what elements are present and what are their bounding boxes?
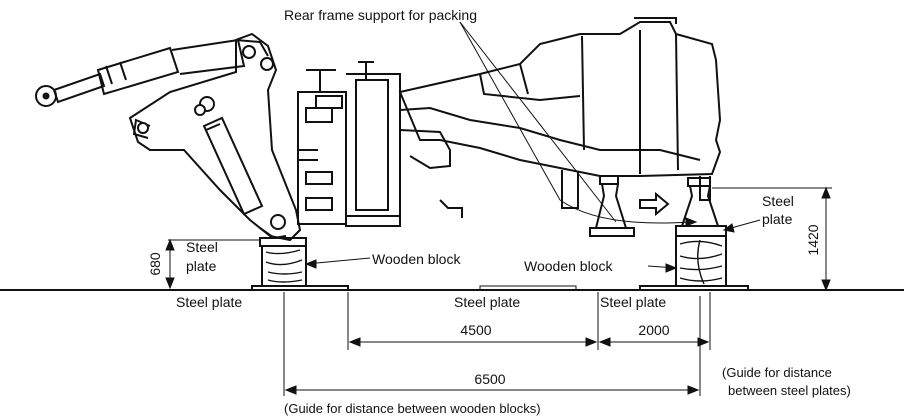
lifting-lug-1 [306, 69, 336, 92]
lower-link [259, 227, 287, 240]
lug-plate [315, 95, 343, 109]
hitch-cutout [399, 129, 451, 170]
leader-rear-frame-support-3 [559, 199, 691, 224]
label-rear-frame-support: Rear frame support for packing [284, 7, 477, 23]
label-wooden-block-left: Wooden block [372, 251, 461, 267]
label-guide-steel-1: (Guide for distance [722, 365, 832, 380]
leader-wooden-block-left [305, 257, 371, 265]
label-ground-steel-plate-1: Steel plate [176, 294, 242, 310]
pin-top [242, 45, 256, 59]
dim-6500-arrow-right [687, 385, 700, 395]
rear-frame [398, 21, 722, 177]
right-wood-grain [679, 239, 723, 285]
pin-mid-2 [194, 104, 206, 116]
leader-arrow-steel-right [722, 223, 735, 233]
dim-2000-arrow-left [598, 337, 611, 347]
leader-arrow-rear [685, 217, 698, 227]
label-wooden-block-right: Wooden block [524, 258, 613, 274]
label-guide-steel-2: between steel plates) [728, 383, 851, 398]
rear-axle-mount [561, 170, 579, 209]
dim-680-label: 680 [147, 252, 163, 276]
pin-left-center [42, 92, 50, 100]
hinge-block [297, 91, 347, 225]
left-wood-grain [265, 249, 303, 283]
rear-bracket [439, 199, 463, 218]
dim-2000-arrow-right [697, 337, 710, 347]
dim-4500-arrow-left [348, 337, 361, 347]
boom-link [171, 38, 246, 75]
hinge-lines [298, 149, 318, 161]
cylinder-rings [105, 61, 127, 85]
hinge-plate-2 [305, 171, 333, 185]
middle-stand-base [589, 227, 635, 237]
height-dimensions: 680 1420 [147, 186, 832, 292]
hinge-plate-1 [305, 107, 333, 123]
machine-body [35, 17, 722, 242]
rear-frame-line-2 [519, 63, 529, 95]
dim-1420-arrow-top [821, 186, 831, 199]
front-frame-top [235, 39, 269, 57]
right-support [479, 177, 749, 291]
pin-bucket [137, 122, 149, 134]
leader-arrow-wood-left [304, 259, 317, 269]
dim-4500-arrow-right [585, 337, 598, 347]
label-ground-steel-plate-2: Steel plate [454, 294, 520, 310]
pin-top-2 [260, 57, 274, 71]
middle-ground-plate [479, 285, 577, 291]
dim-680-arrow-top [165, 238, 175, 251]
right-steel-plate [675, 225, 727, 237]
label-guide-wood: (Guide for distance between wooden block… [284, 401, 541, 416]
middle-stand-body [594, 183, 628, 229]
rear-top-cap [634, 17, 677, 24]
rear-frame-ribs [581, 30, 679, 174]
cylinder-rod [52, 72, 106, 104]
right-stand-top [687, 177, 711, 187]
label-steel-plate-left-2: plate [186, 258, 217, 274]
pin-lower [270, 214, 286, 230]
label-steel-plate-left-1: Steel [186, 239, 218, 255]
move-arrow-icon [639, 191, 670, 217]
left-ground-plate [251, 285, 349, 291]
label-ground-steel-plate-3: Steel plate [600, 294, 666, 310]
dim-2000-label: 2000 [638, 322, 669, 338]
rear-frame-lower-edge [399, 106, 701, 161]
right-ground-plate [639, 285, 749, 291]
front-support [345, 216, 401, 227]
dim-6500-label: 6500 [474, 371, 505, 387]
hinge-plate-3 [305, 197, 333, 211]
label-steel-plate-right-1: Steel [762, 193, 794, 209]
front-body-panel [355, 79, 389, 211]
rear-frame-line-1 [479, 73, 581, 102]
middle-stand [589, 175, 635, 237]
cylinder-barrel [96, 46, 180, 96]
leader-rear-frame-support-1 [459, 21, 617, 223]
leader-rear-frame-support-2 [459, 21, 561, 201]
front-body [346, 73, 401, 217]
leaders [304, 21, 761, 273]
left-support [251, 237, 349, 291]
middle-stand-top [599, 175, 619, 185]
label-steel-plate-right-2: plate [762, 211, 793, 227]
dim-4500-label: 4500 [460, 322, 491, 338]
dim-680-arrow-bottom [165, 277, 175, 290]
tilt-cylinder-ring [205, 123, 221, 131]
leader-arrow-wood-right [665, 263, 678, 273]
tilt-cylinder [202, 116, 264, 216]
dim-1420-arrow-bottom [821, 279, 831, 292]
dim-1420-label: 1420 [805, 224, 821, 255]
lifting-lug-2 [358, 61, 374, 80]
front-frame [128, 32, 302, 242]
dim-6500-arrow-left [284, 385, 297, 395]
horizontal-dimensions [283, 292, 711, 396]
